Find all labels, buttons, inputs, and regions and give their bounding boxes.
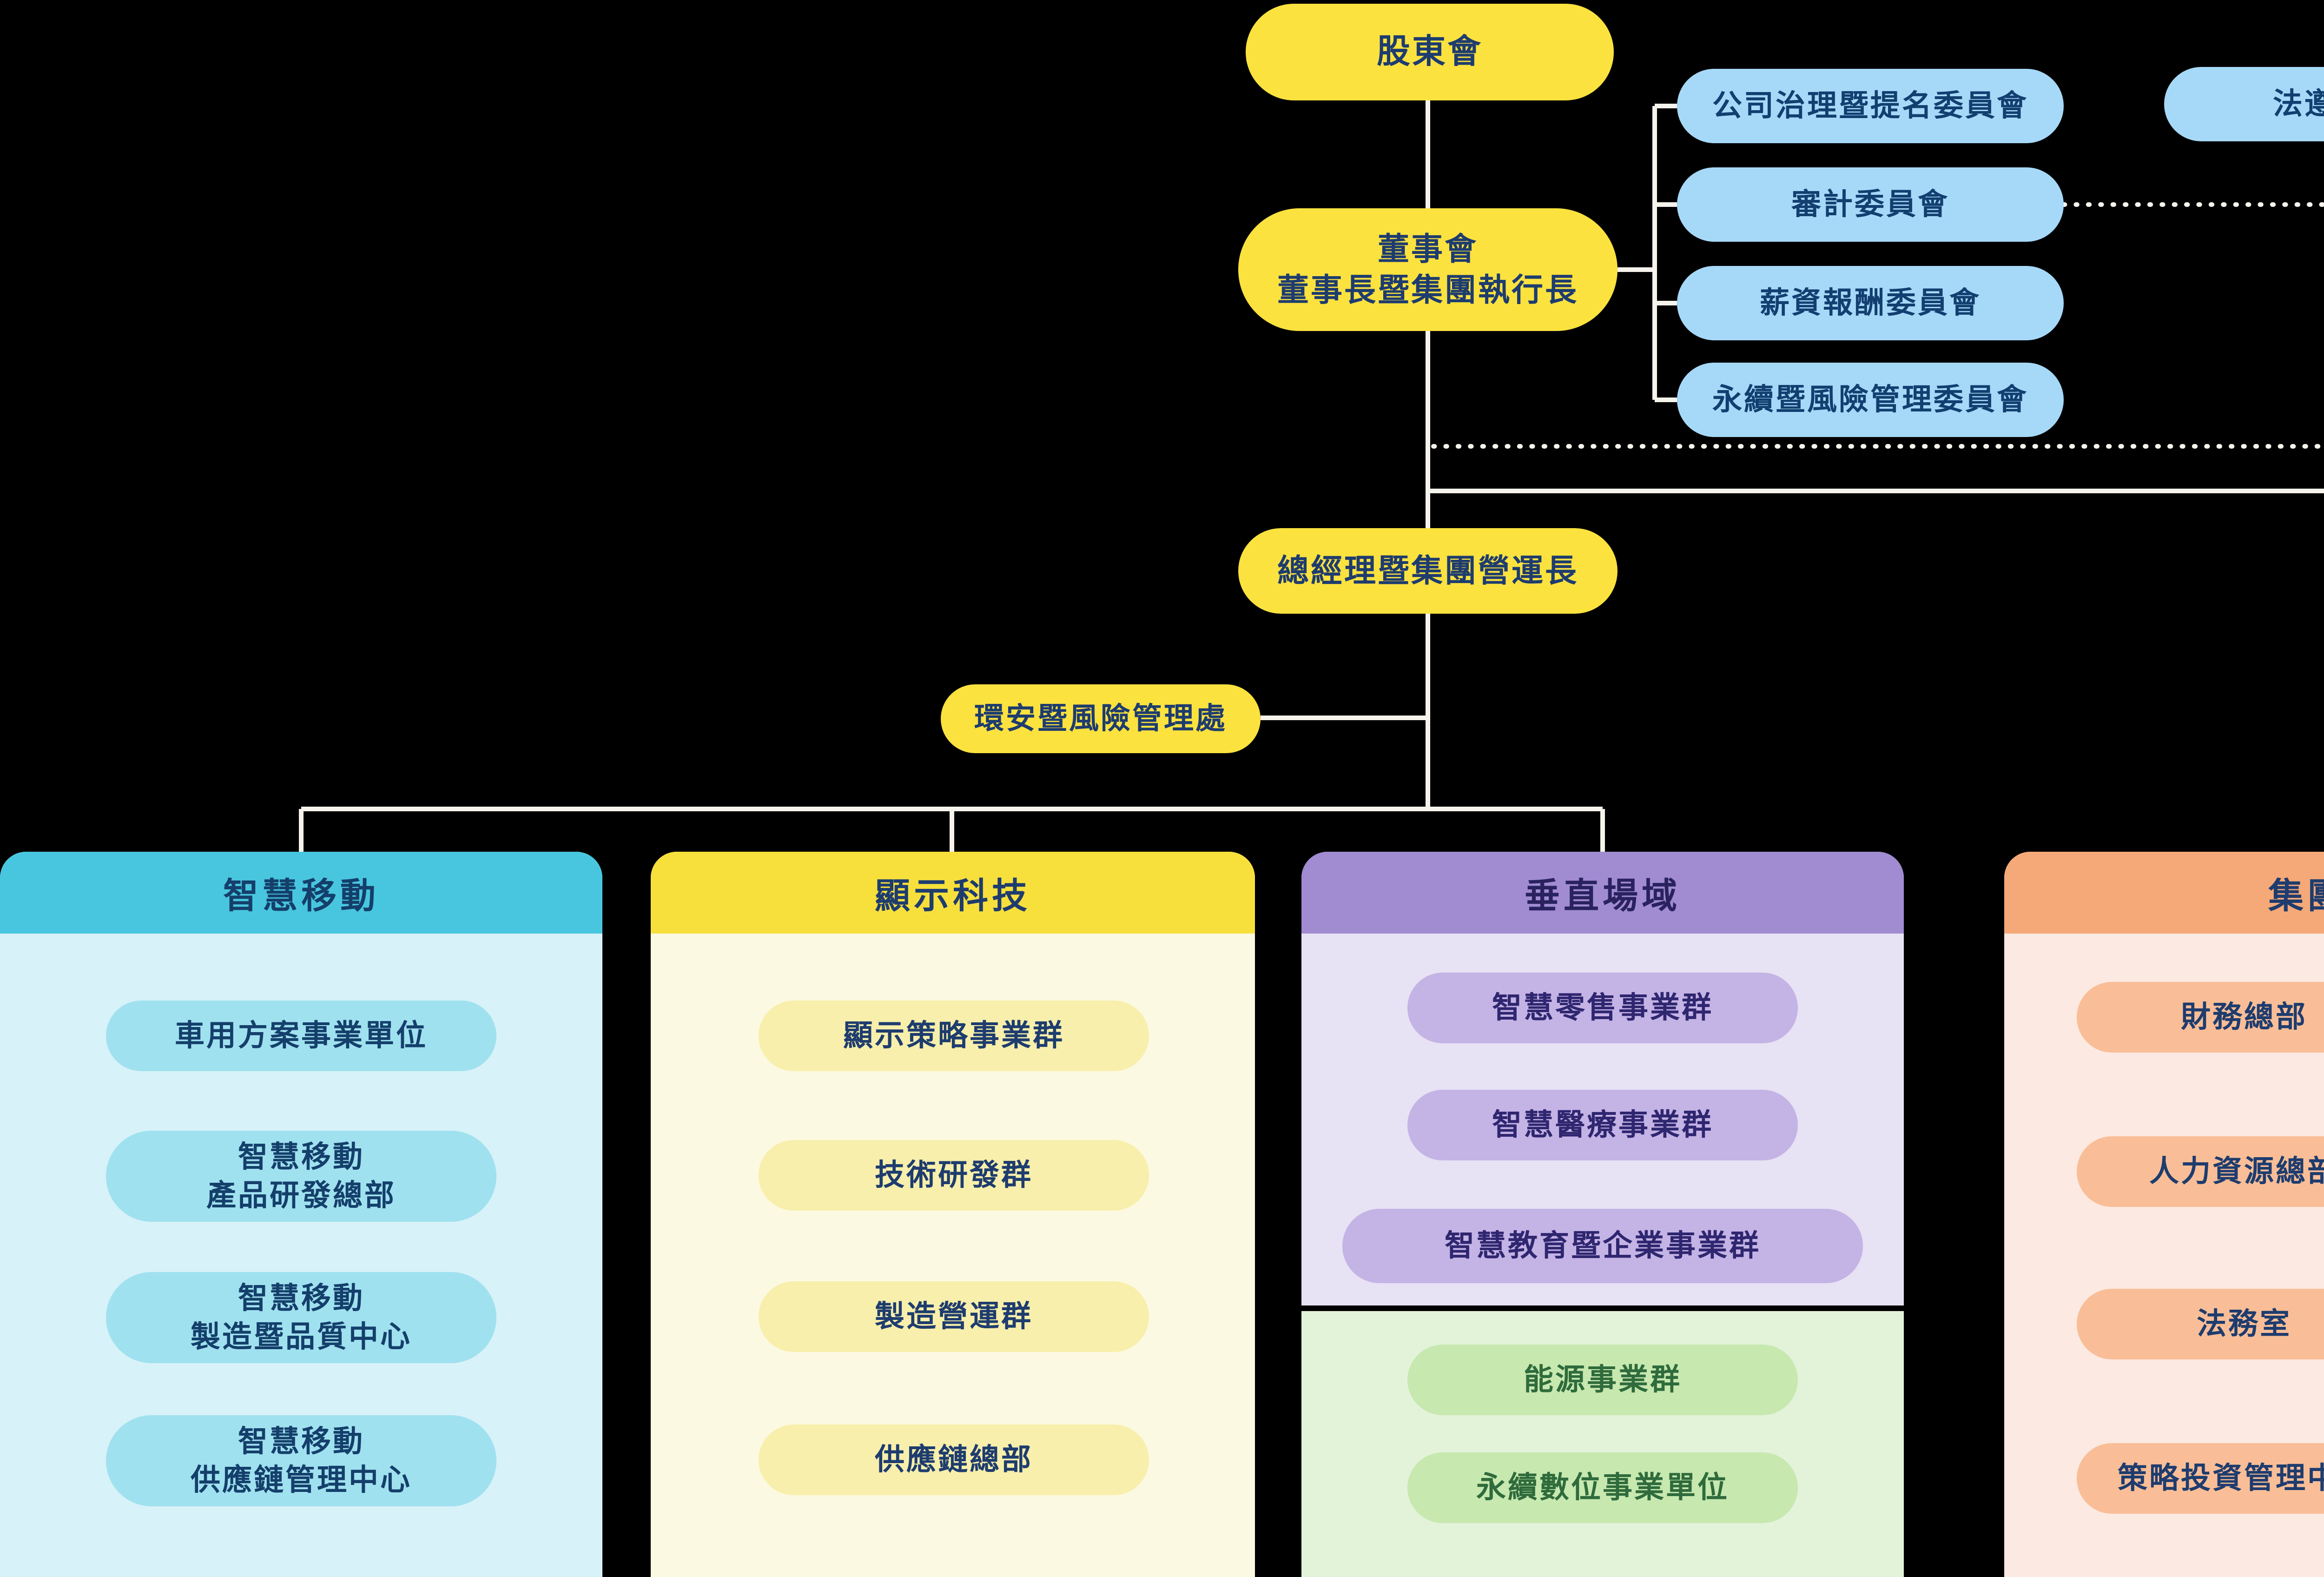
node-label-line1: 董事會 (1377, 231, 1478, 267)
node-label: 環安暨風險管理處 (974, 702, 1227, 735)
dotted-connectors (1426, 202, 2324, 449)
unit-label: 人力資源總部 (2149, 1154, 2324, 1188)
unit-label-line1: 智慧移動 (238, 1424, 364, 1458)
group-header-display-technology: 顯示科技 (651, 852, 1255, 934)
unit-label: 製造營運群 (875, 1299, 1033, 1333)
committee-compensation: 薪資報酬委員會 (1677, 266, 2064, 340)
group-title: 智慧移動 (223, 876, 379, 916)
group-header-smart-mobility: 智慧移動 (0, 852, 602, 934)
unit-label: 永續數位事業單位 (1476, 1471, 1729, 1504)
unit-pill: 財務總部 (2077, 982, 2324, 1053)
node-label: 審計委員會 (1791, 187, 1949, 221)
unit-label: 智慧零售事業群 (1492, 991, 1713, 1025)
node-board-of-directors: 董事會 董事長暨集團執行長 (1238, 208, 1618, 331)
node-label: 薪資報酬委員會 (1760, 286, 1981, 320)
unit-label-line1: 智慧移動 (238, 1281, 364, 1315)
group-title: 垂直場域 (1525, 876, 1681, 916)
node-label-line2: 董事長暨集團執行長 (1277, 272, 1578, 308)
node-label: 股東會 (1376, 33, 1483, 71)
committee-sustainability-risk: 永續暨風險管理委員會 (1677, 363, 2064, 437)
committee-audit: 審計委員會 (1677, 167, 2064, 242)
unit-pill: 人力資源總部 (2077, 1136, 2324, 1207)
unit-label: 智慧教育暨企業事業群 (1445, 1229, 1761, 1263)
unit-label: 供應鏈總部 (875, 1443, 1033, 1477)
unit-label-line2: 製造暨品質中心 (191, 1320, 412, 1353)
group-green-energy-section: 能源事業群 永續數位事業單位 (1301, 1311, 1904, 1577)
group-operations-support: 集團營運支援單位 財務總部 人力資源總部 法務室 策略投資管理中心 數位技術發展… (2004, 852, 2324, 1577)
unit-pill: 製造營運群 (759, 1281, 1149, 1352)
unit-pill: 能源事業群 (1407, 1345, 1798, 1415)
unit-pill: 車用方案事業單位 (106, 1001, 496, 1071)
group-header-operations-support: 集團營運支援單位 (2004, 852, 2324, 934)
unit-pill: 智慧移動 產品研發總部 (106, 1131, 496, 1222)
unit-pill: 永續數位事業單位 (1407, 1452, 1798, 1523)
unit-pill: 策略投資管理中心 (2077, 1443, 2324, 1514)
node-esh-risk-management-office: 環安暨風險管理處 (941, 684, 1261, 753)
unit-label-line2: 供應鏈管理中心 (191, 1463, 412, 1497)
node-president-coo: 總經理暨集團營運長 (1238, 528, 1618, 614)
group-display-technology: 顯示科技 顯示策略事業群 技術研發群 製造營運群 供應鏈總部 (651, 852, 1255, 1577)
group-vertical-domains: 垂直場域 智慧零售事業群 智慧醫療事業群 智慧教育暨企業事業群 (1301, 852, 1904, 1305)
node-chief-compliance-counsel: 法遵總顧問 (2164, 67, 2324, 141)
group-title: 顯示科技 (875, 876, 1031, 916)
unit-pill: 智慧移動 製造暨品質中心 (106, 1272, 496, 1363)
unit-label: 策略投資管理中心 (2118, 1461, 2324, 1495)
unit-label: 車用方案事業單位 (175, 1019, 428, 1053)
unit-label: 智慧醫療事業群 (1492, 1108, 1713, 1142)
solid-connectors (299, 99, 2324, 852)
unit-pill: 顯示策略事業群 (759, 1001, 1149, 1071)
unit-label-line2: 產品研發總部 (206, 1179, 396, 1212)
unit-label-line1: 智慧移動 (238, 1140, 364, 1173)
node-label: 公司治理暨提名委員會 (1712, 89, 2028, 123)
node-label: 總經理暨集團營運長 (1277, 553, 1578, 589)
unit-label: 財務總部 (2181, 1000, 2307, 1034)
unit-pill: 智慧教育暨企業事業群 (1342, 1209, 1863, 1283)
unit-label: 法務室 (2197, 1307, 2291, 1341)
unit-pill: 智慧移動 供應鏈管理中心 (106, 1415, 496, 1506)
unit-label: 能源事業群 (1524, 1363, 1682, 1397)
unit-label: 顯示策略事業群 (843, 1019, 1064, 1053)
node-label: 永續暨風險管理委員會 (1712, 383, 2028, 417)
unit-label: 技術研發群 (875, 1158, 1033, 1192)
group-smart-mobility: 智慧移動 車用方案事業單位 智慧移動 產品研發總部 智慧移動 製造暨品質中心 智… (0, 852, 602, 1577)
node-label: 法遵總顧問 (2273, 87, 2324, 121)
unit-pill: 法務室 (2077, 1289, 2324, 1359)
unit-pill: 智慧醫療事業群 (1407, 1090, 1798, 1160)
group-title: 集團營運支援單位 (2268, 876, 2324, 916)
unit-pill: 技術研發群 (759, 1140, 1149, 1211)
unit-pill: 供應鏈總部 (759, 1425, 1149, 1495)
unit-pill: 智慧零售事業群 (1407, 973, 1798, 1043)
group-header-vertical-domains: 垂直場域 (1301, 852, 1904, 934)
node-shareholders-meeting: 股東會 (1246, 4, 1614, 100)
committee-governance-nomination: 公司治理暨提名委員會 (1677, 69, 2064, 143)
